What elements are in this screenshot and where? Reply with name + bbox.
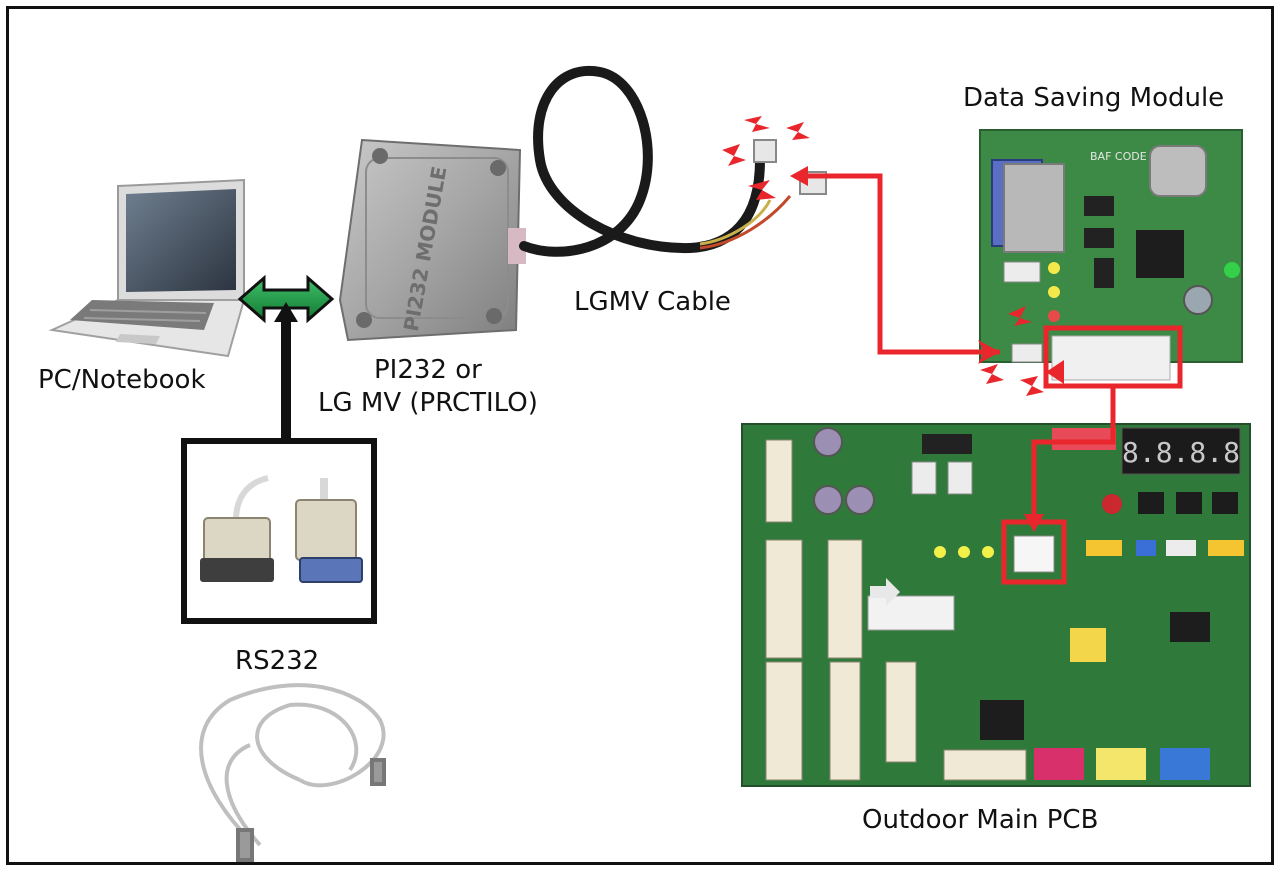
- pi232-label: PI232 or LG MV (PRCTILO): [318, 354, 538, 419]
- bidirectional-arrow-icon: [237, 274, 335, 324]
- data-saving-module-text: Data Saving Module: [963, 83, 1225, 113]
- usb-cable-icon: [199, 683, 386, 862]
- outdoor-pcb-icon: 8.8.8.8: [741, 423, 1251, 787]
- seven-segment-display: 8.8.8.8: [1122, 436, 1240, 469]
- connection-highlight-marks: [722, 116, 810, 200]
- outdoor-pcb-text: Outdoor Main PCB: [862, 805, 1099, 835]
- connection-highlight-marks-lower: [980, 306, 1044, 396]
- rs232-link-arrow: [274, 302, 298, 440]
- rs232-connector-icon: [181, 438, 377, 624]
- data-saving-module-icon: BAF CODE: [979, 129, 1243, 381]
- rs232-label: RS232: [235, 645, 319, 678]
- laptop-icon: [48, 178, 246, 358]
- pi232-module-icon: PI232 MODULE: [338, 138, 526, 342]
- red-arrowheads: [790, 166, 1064, 532]
- data-saving-module-label: Data Saving Module: [963, 82, 1224, 115]
- pi232-label-line1: PI232 or: [374, 355, 482, 385]
- lgmv-cable-text: LGMV Cable: [574, 287, 731, 317]
- pi232-label-line2: LG MV (PRCTILO): [318, 387, 538, 418]
- pc-notebook-label: PC/Notebook: [38, 364, 206, 397]
- lgmv-cable-icon: [519, 65, 827, 257]
- rs232-text: RS232: [235, 646, 320, 676]
- outdoor-pcb-label: Outdoor Main PCB: [862, 804, 1098, 837]
- pc-notebook-text: PC/Notebook: [38, 365, 206, 395]
- lgmv-cable-label: LGMV Cable: [574, 286, 731, 319]
- module-board-text: BAF CODE: [1090, 150, 1147, 163]
